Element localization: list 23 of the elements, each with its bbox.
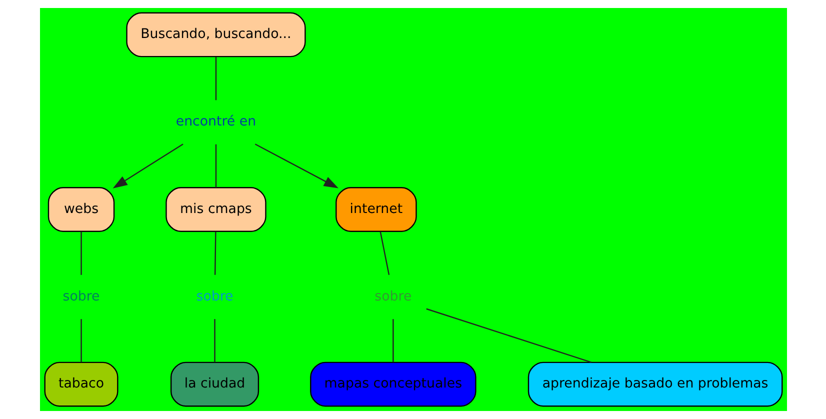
connector [214, 232, 216, 275]
node-box: Buscando, buscando... [126, 12, 306, 58]
node-box: aprendizaje basado en problemas [527, 362, 782, 407]
connector [426, 308, 592, 363]
connector [80, 319, 82, 362]
connector [392, 319, 394, 362]
connector [214, 56, 216, 100]
connector [214, 144, 216, 188]
connector [80, 232, 82, 275]
node-box: mis cmaps [165, 187, 266, 232]
node-text: encontré en [175, 114, 256, 130]
connector [214, 319, 215, 362]
node-text: sobre [374, 289, 412, 304]
node-box: mapas conceptuales [310, 362, 476, 407]
node-text: sobre [196, 289, 233, 304]
node-box: webs [47, 187, 114, 232]
arrow [112, 144, 183, 188]
node-box: internet [335, 187, 416, 232]
arrow [254, 144, 338, 188]
connector [379, 232, 390, 276]
node-box: tabaco [44, 362, 118, 407]
node-text: sobre [62, 289, 100, 304]
node-box: la ciudad [170, 362, 259, 407]
